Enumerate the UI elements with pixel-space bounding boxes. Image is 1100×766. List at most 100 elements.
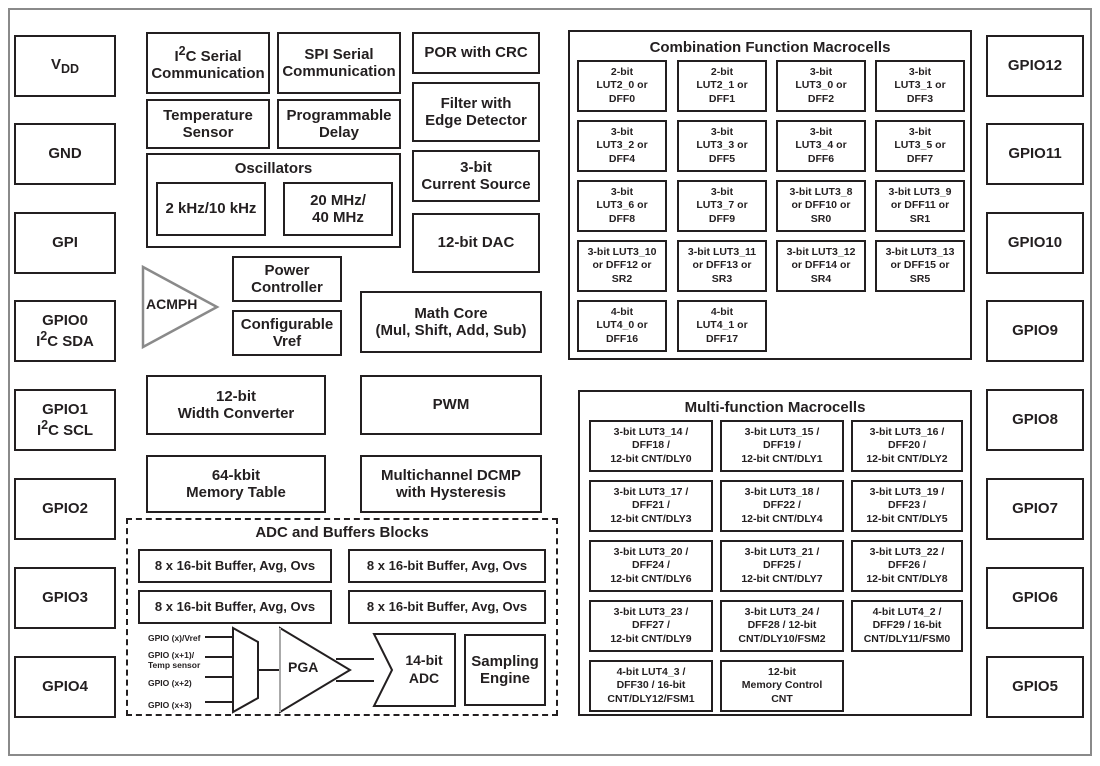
pin-gpio9-label: GPIO9 [1012, 322, 1058, 340]
pin-gpio9[interactable]: GPIO9 [986, 300, 1084, 362]
pin-gpio5-label: GPIO5 [1012, 678, 1058, 696]
pin-gnd[interactable]: GND [14, 123, 116, 185]
pin-gpio12[interactable]: GPIO12 [986, 35, 1084, 97]
mux-input-label-1: GPIO (x+1)/ Temp sensor [148, 650, 201, 671]
block-pwm[interactable]: PWM [360, 375, 542, 435]
macrocell-lut3-22[interactable]: 3-bit LUT3_22 /DFF26 /12-bit CNT/DLY8 [851, 540, 963, 592]
pin-gpio8[interactable]: GPIO8 [986, 389, 1084, 451]
buffer-3-label: 8 x 16-bit Buffer, Avg, Ovs [154, 598, 316, 614]
block-adc-label: 14-bit ADC [396, 651, 452, 687]
macrocell-lut3-19[interactable]: 3-bit LUT3_19 /DFF23 /12-bit CNT/DLY5 [851, 480, 963, 532]
block-math-core[interactable]: Math Core(Mul, Shift, Add, Sub) [360, 291, 542, 353]
pin-gpi[interactable]: GPI [14, 212, 116, 274]
macrocell-lut3-16[interactable]: 3-bit LUT3_16 /DFF20 /12-bit CNT/DLY2 [851, 420, 963, 472]
pin-gpi-label: GPI [52, 234, 78, 252]
adc-label-line2: ADC [408, 670, 440, 687]
block-math-core-label: Math Core(Mul, Shift, Add, Sub) [375, 304, 527, 339]
mux-input-label-3: GPIO (x+3) [148, 700, 192, 710]
block-buffer-1[interactable]: 8 x 16-bit Buffer, Avg, Ovs [138, 549, 332, 583]
pin-gpio3[interactable]: GPIO3 [14, 567, 116, 629]
macrocell-lut3-14[interactable]: 3-bit LUT3_14 /DFF18 /12-bit CNT/DLY0 [589, 420, 713, 472]
block-oscillator-low[interactable]: 2 kHz/10 kHz [156, 182, 266, 236]
group-oscillators-title: Oscillators [234, 160, 313, 177]
block-oscillator-high[interactable]: 20 MHz/40 MHz [283, 182, 393, 236]
macrocell-lut3-17[interactable]: 3-bit LUT3_17 /DFF21 /12-bit CNT/DLY3 [589, 480, 713, 532]
group-combination-title: Combination Function Macrocells [649, 39, 891, 56]
pin-vdd[interactable]: VDD [14, 35, 116, 97]
macrocell-lut3-21[interactable]: 3-bit LUT3_21 /DFF25 /12-bit CNT/DLY7 [720, 540, 844, 592]
block-buffer-3[interactable]: 8 x 16-bit Buffer, Avg, Ovs [138, 590, 332, 624]
group-adc-title: ADC and Buffers Blocks [255, 524, 429, 541]
pin-gpio2[interactable]: GPIO2 [14, 478, 116, 540]
block-por-crc-label: POR with CRC [424, 44, 528, 62]
buffer-4-label: 8 x 16-bit Buffer, Avg, Ovs [366, 598, 528, 614]
macrocell-lut3-18[interactable]: 3-bit LUT3_18 /DFF22 /12-bit CNT/DLY4 [720, 480, 844, 532]
block-buffer-4[interactable]: 8 x 16-bit Buffer, Avg, Ovs [348, 590, 546, 624]
pin-gpio3-label: GPIO3 [42, 589, 88, 607]
pin-gpio11[interactable]: GPIO11 [986, 123, 1084, 185]
block-por-with-crc[interactable]: POR with CRC [412, 32, 540, 74]
pin-gpio7[interactable]: GPIO7 [986, 478, 1084, 540]
block-pga-label: PGA [288, 659, 319, 675]
mux-input-label-1-line2: Temp sensor [148, 659, 201, 670]
pin-gpio7-label: GPIO7 [1012, 500, 1058, 518]
mux-input-label-2: GPIO (x+2) [148, 678, 192, 688]
pin-gpio11-label: GPIO11 [1008, 145, 1062, 163]
pin-gpio10-label: GPIO10 [1007, 234, 1063, 252]
mux-input-label-0: GPIO (x)/Vref [148, 633, 201, 643]
pin-vdd-label: VDD [50, 55, 80, 76]
macrocell-lut3-23[interactable]: 3-bit LUT3_23 /DFF27 /12-bit CNT/DLY9 [589, 600, 713, 652]
macrocell-lut3-20[interactable]: 3-bit LUT3_20 /DFF24 /12-bit CNT/DLY6 [589, 540, 713, 592]
block-12bit-dac[interactable]: 12-bit DAC [412, 213, 540, 273]
osc-high-label: 20 MHz/40 MHz [310, 191, 366, 226]
pin-gpio4[interactable]: GPIO4 [14, 656, 116, 718]
pin-gpio5[interactable]: GPIO5 [986, 656, 1084, 718]
pin-gpio6[interactable]: GPIO6 [986, 567, 1084, 629]
block-buffer-2[interactable]: 8 x 16-bit Buffer, Avg, Ovs [348, 549, 546, 583]
macrocell-lut3-15[interactable]: 3-bit LUT3_15 /DFF19 /12-bit CNT/DLY1 [720, 420, 844, 472]
pin-gpio8-label: GPIO8 [1012, 411, 1058, 429]
block-acmph[interactable]: ACMPH [140, 264, 220, 350]
pin-gpio10[interactable]: GPIO10 [986, 212, 1084, 274]
